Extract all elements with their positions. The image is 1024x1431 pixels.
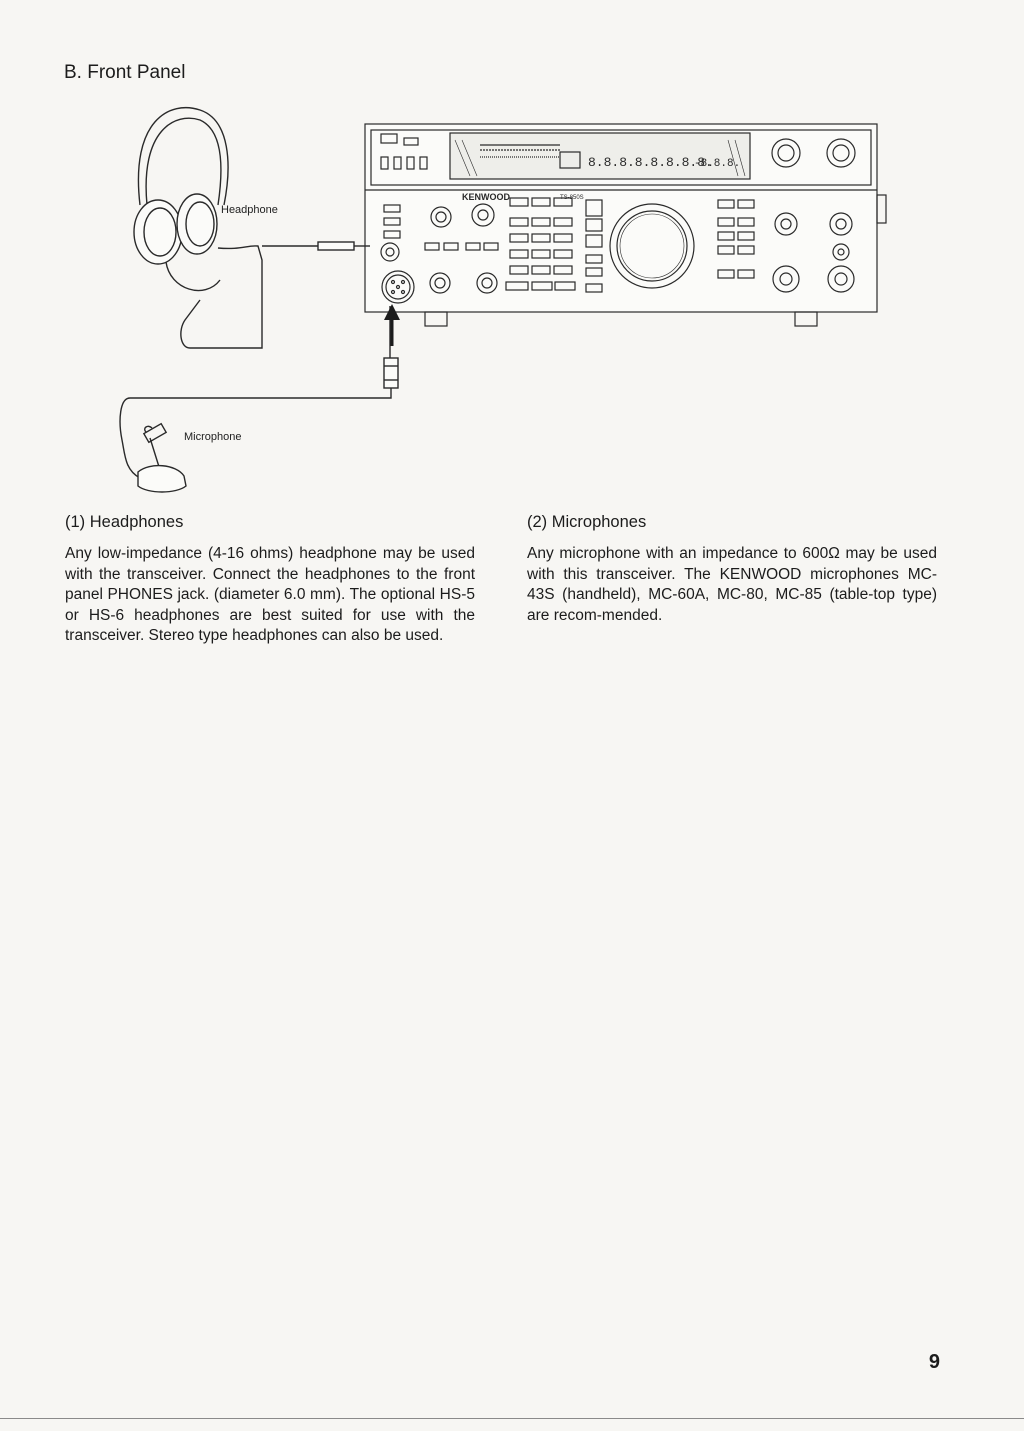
svg-text:-8.8.8.: -8.8.8.	[694, 158, 740, 170]
microphone-label: Microphone	[184, 431, 241, 443]
headphones-section: (1) Headphones Any low-impedance (4-16 o…	[65, 513, 475, 647]
footer-divider	[0, 1418, 1024, 1419]
arrow-up-icon	[384, 304, 400, 346]
page-number: 9	[928, 1351, 940, 1373]
svg-text:8.8.8.8.8.8.8.8.: 8.8.8.8.8.8.8.8.	[588, 155, 713, 170]
section-title: B. Front Panel	[64, 62, 186, 83]
front-panel-illustration: 8.8.8.8.8.8.8.8. -8.8.8. KENWOOD TS-850S	[119, 106, 887, 493]
headphone-label: Headphone	[221, 204, 278, 216]
headphone-illustration	[133, 106, 370, 349]
microphones-heading: (2) Microphones	[527, 513, 647, 531]
microphones-section: (2) Microphones Any microphone with an i…	[527, 513, 937, 626]
headphones-heading: (1) Headphones	[65, 513, 184, 531]
microphone-illustration	[119, 306, 399, 493]
transceiver-illustration: 8.8.8.8.8.8.8.8. -8.8.8. KENWOOD TS-850S	[364, 123, 887, 327]
microphones-body: Any microphone with an impedance to 600Ω…	[527, 545, 937, 624]
svg-text:KENWOOD: KENWOOD	[462, 192, 510, 202]
headphones-body: Any low-impedance (4-16 ohms) headphone …	[65, 545, 475, 644]
